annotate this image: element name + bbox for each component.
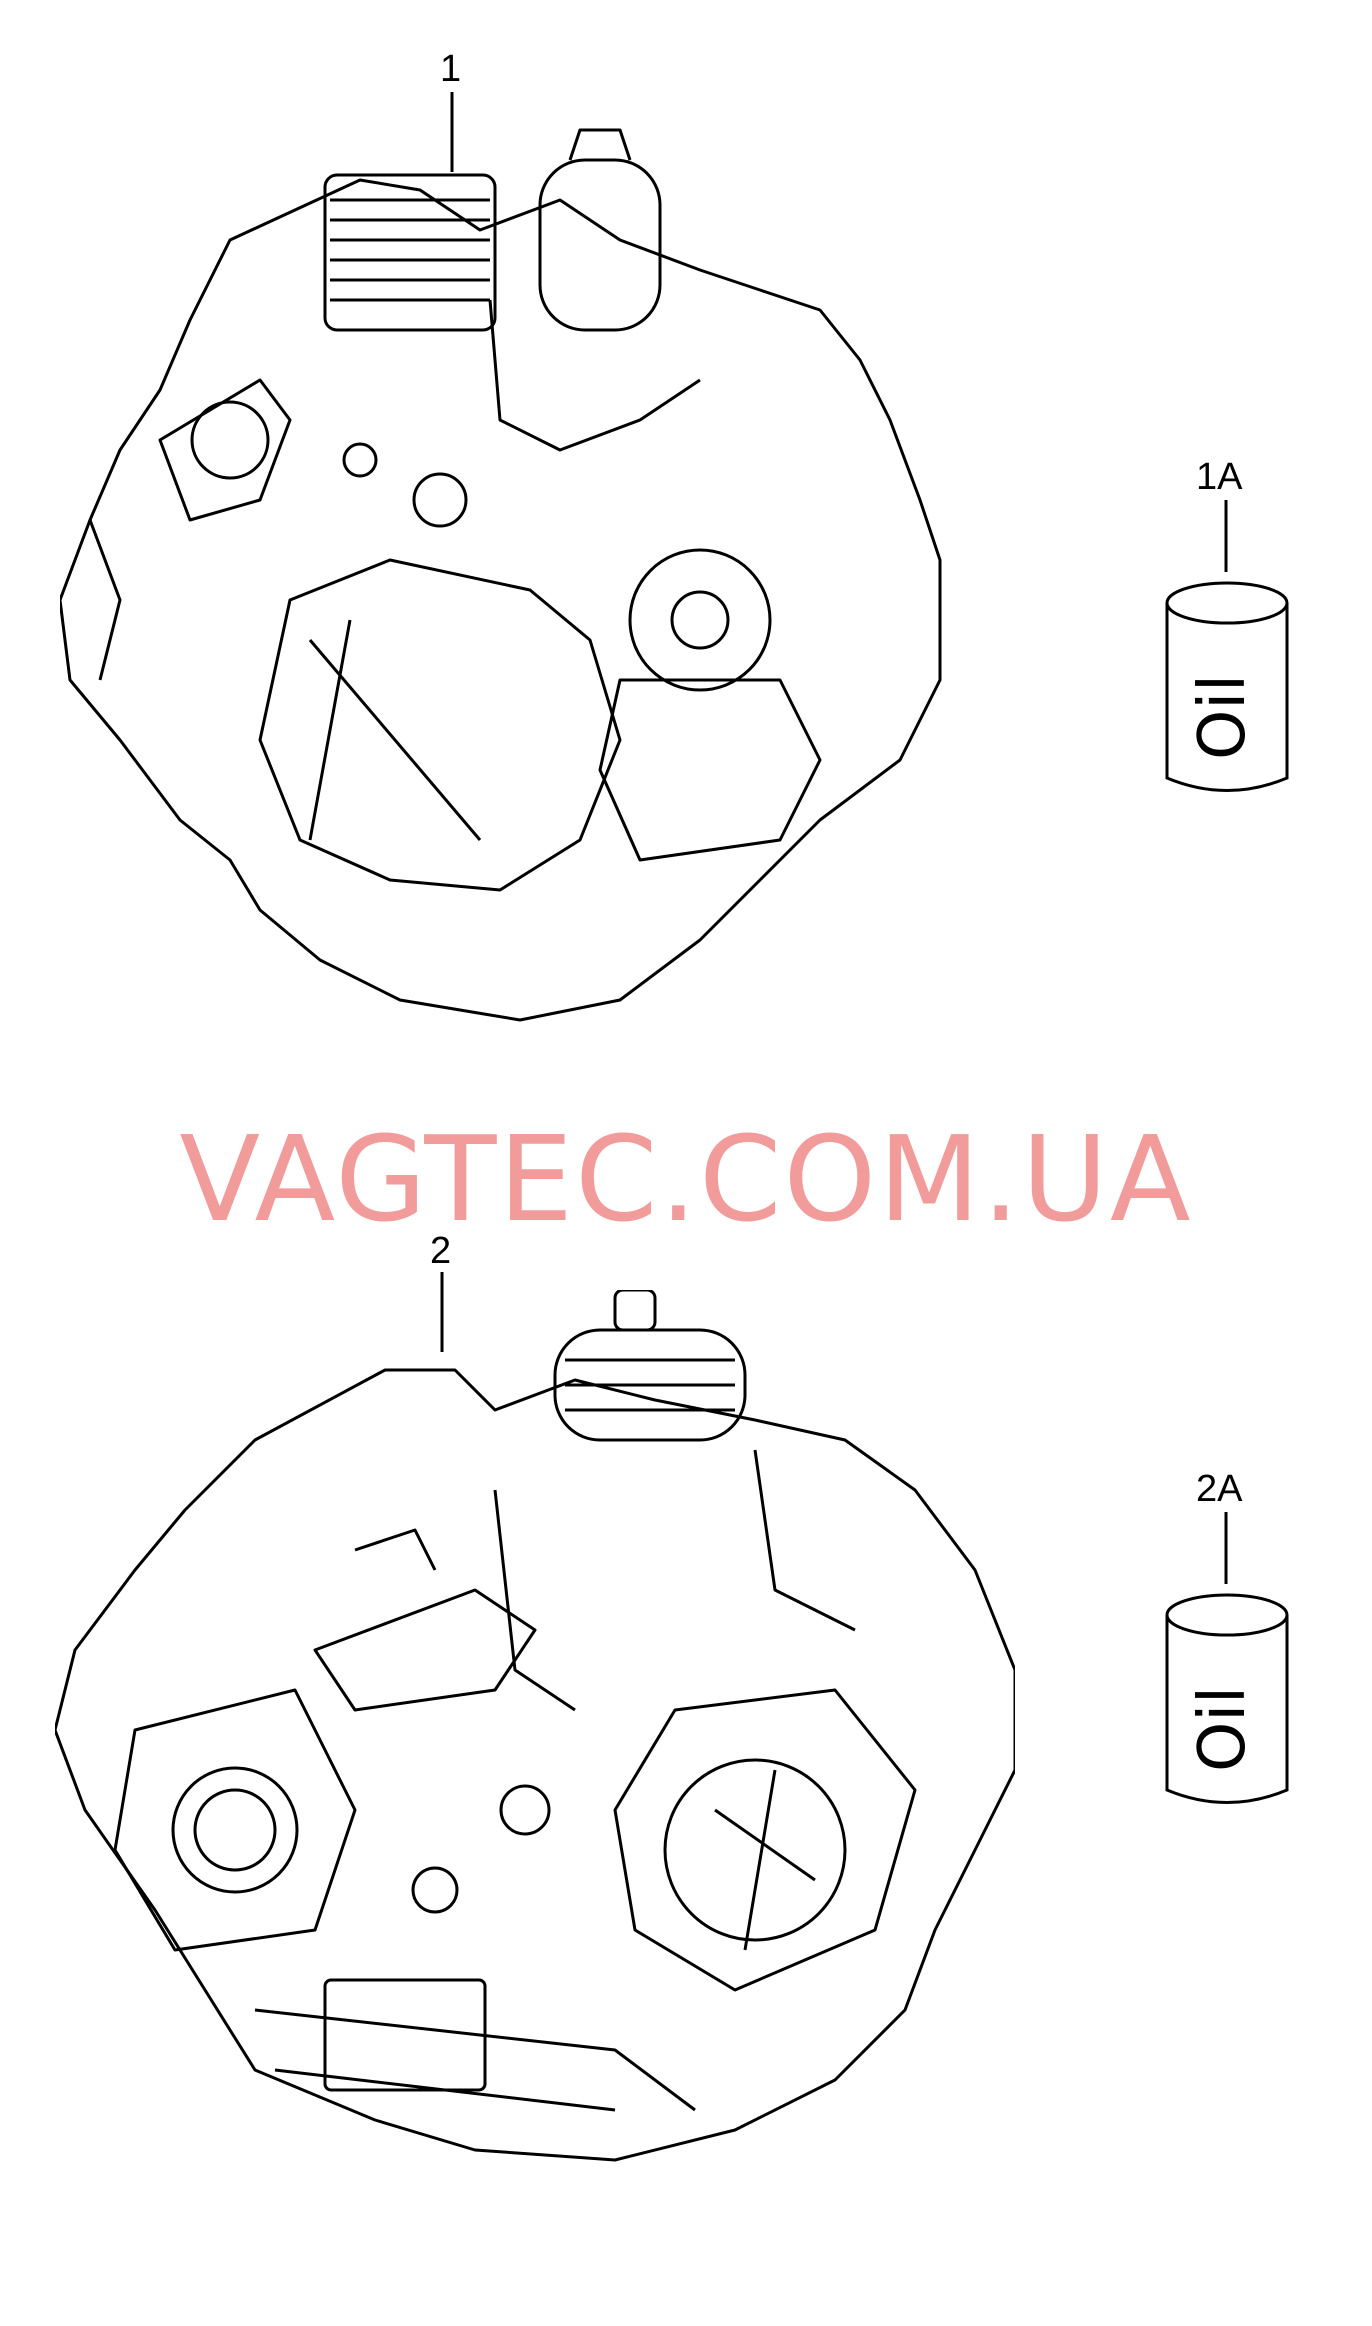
oil-can-1a-label: Oil bbox=[1185, 674, 1260, 760]
watermark: VAGTEC.COM.UA bbox=[179, 1110, 1193, 1248]
oil-can-2a-icon bbox=[1165, 1593, 1289, 1804]
transmission-1-drawing bbox=[60, 128, 942, 1022]
oil-can-1a-icon bbox=[1165, 581, 1289, 792]
callout-2: 2 bbox=[430, 1230, 452, 1272]
leader-line-1 bbox=[450, 92, 454, 172]
callout-1a: 1A bbox=[1196, 456, 1243, 498]
callout-1: 1 bbox=[440, 48, 462, 90]
leader-line-1a bbox=[1224, 500, 1228, 572]
leader-line-2a bbox=[1224, 1512, 1228, 1584]
transmission-2-drawing bbox=[55, 1290, 1015, 2162]
oil-can-2a-label: Oil bbox=[1185, 1686, 1260, 1772]
leader-line-2 bbox=[440, 1272, 444, 1352]
callout-2a: 2A bbox=[1196, 1468, 1243, 1510]
